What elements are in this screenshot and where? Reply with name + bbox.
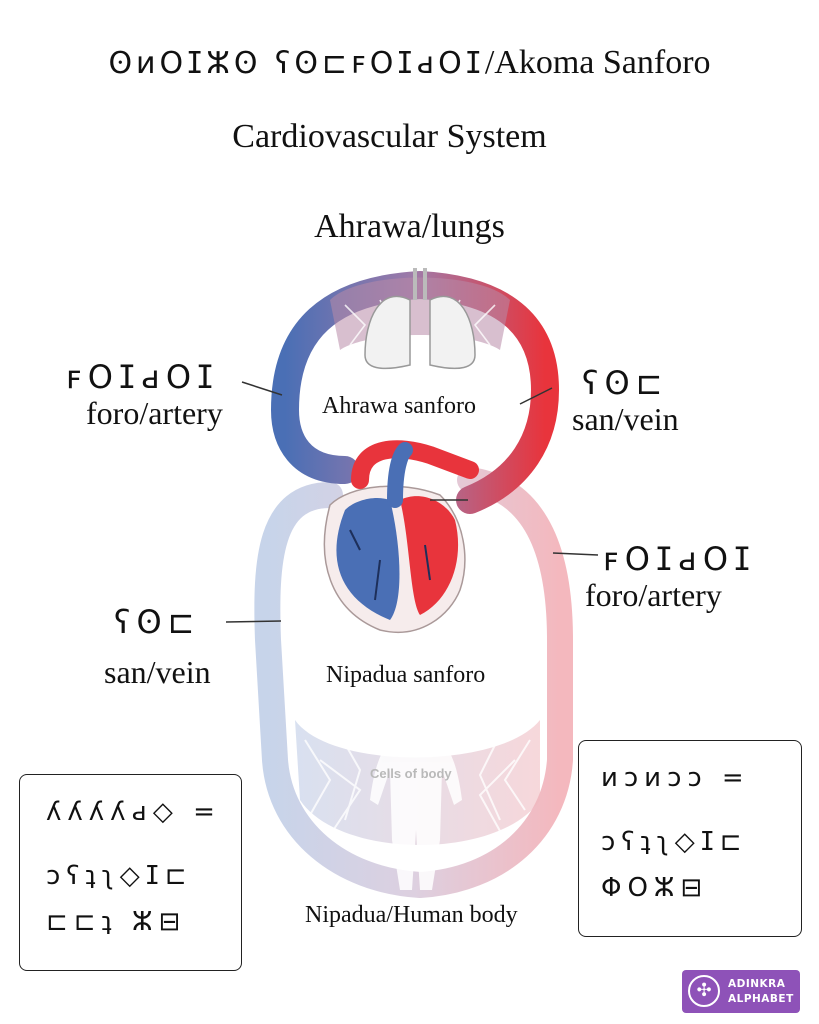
- key-left-row1: ʎʎʎʎԁ◇ =: [46, 797, 221, 827]
- title-glyphs: ʘᴎOⵊⵣʘ ʕʘ⊏ꜰOⵊԁOⵊ: [108, 46, 485, 81]
- artery-left-label: ꜰOⵊԁOⵊ foro/artery: [66, 358, 223, 431]
- key-right-row1: ᴎɔᴎɔɔ =: [601, 763, 750, 793]
- heart-icon: [323, 440, 479, 633]
- vein-left-glyphs: ʕʘ⊏: [114, 603, 201, 641]
- systemic-circuit-label: Nipadua sanforo: [326, 662, 486, 688]
- artery-right-label: ꜰOⵊԁOⵊ foro/artery: [585, 540, 756, 613]
- key-right-row2: ɔʕʇʅ◇ⵊ⊏: [601, 827, 748, 857]
- page-subtitle: Cardiovascular System: [232, 118, 547, 155]
- title-text: /Akoma Sanforo: [484, 44, 711, 81]
- logo-line2: ALPHABET: [728, 993, 794, 1005]
- artery-right-text: foro/artery: [585, 577, 722, 613]
- artery-left-glyphs: ꜰOⵊԁOⵊ: [66, 358, 220, 396]
- logo-line1: ADINKRA: [728, 978, 786, 990]
- lungs-label: Ahrawa/lungs: [314, 208, 505, 245]
- artery-left-text: foro/artery: [86, 395, 223, 431]
- lungs-icon: [364, 268, 476, 370]
- leader-lines: [225, 381, 599, 623]
- human-body-icon: [370, 705, 462, 890]
- key-left-row2: ɔʕʇ⁠ʅ◇ⵊ⊏: [46, 861, 193, 891]
- artery-right-glyphs: ꜰOⵊԁOⵊ: [603, 540, 757, 578]
- vein-left-text: san/vein: [104, 654, 211, 690]
- page-title: ʘᴎOⵊⵣʘ ʕʘ⊏ꜰOⵊԁOⵊ/Akoma Sanforo: [0, 44, 819, 82]
- cells-label: Cells of body: [370, 766, 452, 781]
- key-right-row3: ΦOⵣ⊟: [601, 873, 709, 903]
- adinkra-alphabet-logo: ✣ ADINKRA ALPHABET: [682, 970, 800, 1013]
- key-box-left: ʎʎʎʎԁ◇ = ɔʕʇ⁠ʅ◇ⵊ⊏ ⊏⊏ʇ ⵣ⊟: [19, 774, 242, 971]
- adinkra-logo-icon: ✣: [688, 975, 720, 1007]
- vein-left-label: ʕʘ⊏ san/vein: [104, 603, 211, 690]
- body-label: Nipadua/Human body: [305, 902, 518, 928]
- key-box-right: ᴎɔᴎɔɔ = ɔʕʇʅ◇ⵊ⊏ ΦOⵣ⊟: [578, 740, 802, 937]
- pulmonary-circuit-label: Ahrawa sanforo: [322, 393, 476, 419]
- vein-right-text: san/vein: [572, 401, 679, 437]
- key-left-row3: ⊏⊏ʇ ⵣ⊟: [46, 907, 187, 937]
- vein-right-glyphs: ʕʘ⊏: [582, 364, 669, 402]
- vein-right-label: ʕʘ⊏ san/vein: [572, 364, 679, 437]
- pulmonary-loop: [270, 270, 560, 514]
